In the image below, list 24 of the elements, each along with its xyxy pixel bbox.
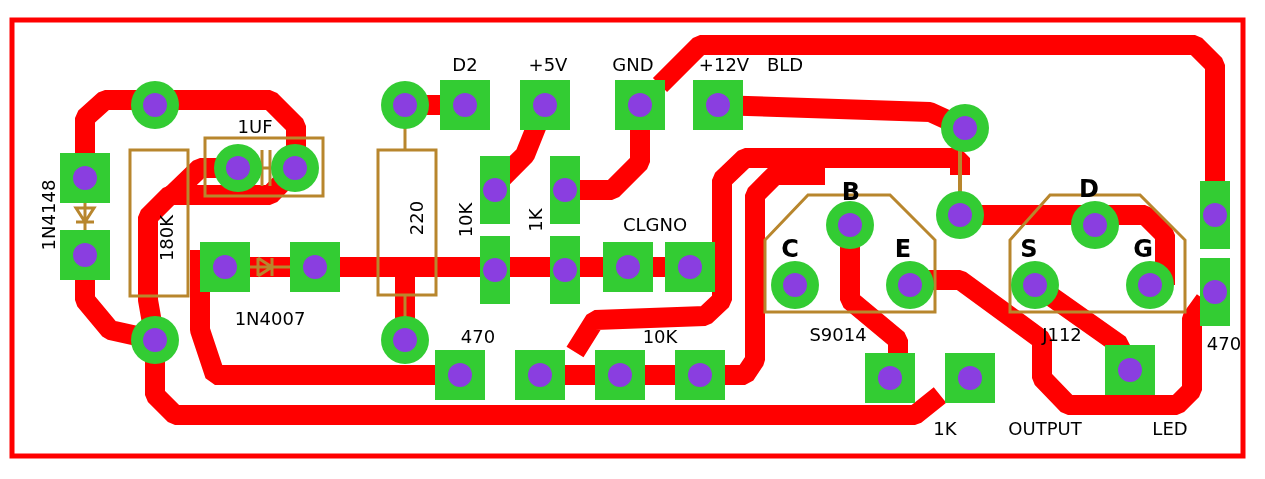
silkscreen-label: 180K (156, 214, 177, 262)
silkscreen-label: D2 (452, 54, 478, 75)
silkscreen-label: E (894, 235, 912, 263)
silkscreen-label: 10K (642, 326, 678, 347)
silkscreen-label: 1K (525, 208, 546, 232)
silkscreen-label: OUTPUT (1008, 418, 1082, 439)
silkscreen-label: CLGNO (622, 214, 688, 235)
silkscreen-label: S (1020, 235, 1038, 263)
silkscreen-label: +12V (698, 54, 750, 75)
silkscreen-label: GND (612, 54, 654, 75)
silkscreen-label: +5V (528, 54, 568, 75)
silkscreen-label: 1K (933, 418, 957, 439)
silkscreen-label: G (1133, 235, 1153, 263)
silkscreen-label: LED (1152, 418, 1188, 439)
silkscreen-label: 220 (406, 200, 427, 236)
silkscreen-label: 10K (455, 202, 476, 238)
silkscreen-label: BLD (766, 54, 804, 75)
silkscreen-label: 1N4148 (38, 179, 59, 251)
silkscreen-label: C (781, 235, 799, 263)
silkscreen-label: 470 (460, 326, 496, 347)
silkscreen-label: 1N4007 (234, 308, 306, 329)
silkscreen-label: 470 (1206, 333, 1242, 354)
silkscreen-label: 1UF (237, 116, 273, 137)
silkscreen-label: S9014 (809, 324, 867, 345)
